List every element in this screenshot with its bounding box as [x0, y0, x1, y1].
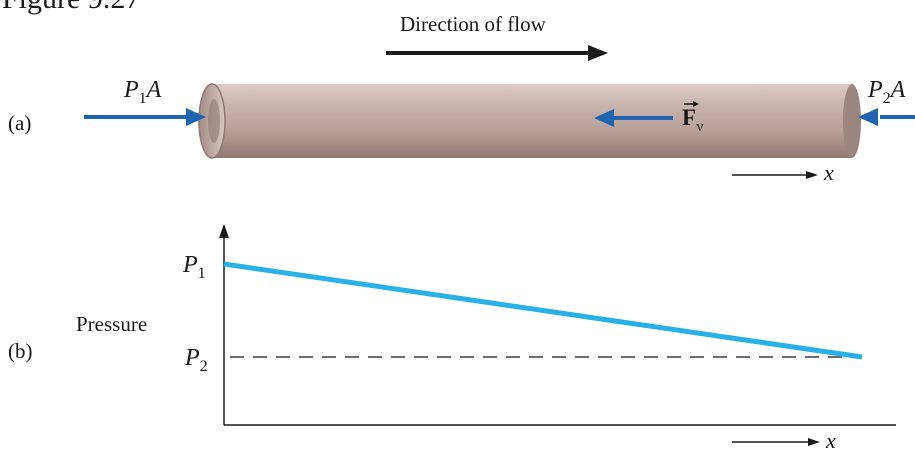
x-label-b: x: [825, 428, 836, 453]
figure-title: Figure 9.27: [2, 0, 140, 15]
part-b-label: (b): [8, 339, 33, 363]
x-direction-indicator-a: [732, 171, 818, 179]
x-direction-indicator-b: [732, 438, 820, 446]
pressure-line: [223, 261, 863, 360]
pipe: [198, 83, 861, 159]
pressure-axis-label: Pressure: [76, 312, 147, 336]
flow-label: Direction of flow: [400, 12, 547, 36]
flow-arrow: [386, 45, 608, 61]
p2-tick-label: P2: [184, 345, 208, 375]
right-pressure-arrow: [858, 108, 915, 126]
x-label-a: x: [823, 160, 834, 185]
svg-text:Fv: Fv: [682, 105, 704, 135]
left-pressure-arrow: [84, 108, 206, 126]
pressure-graph-axes: [219, 224, 896, 426]
p1-tick-label: P1: [182, 252, 206, 282]
viscous-force-label: Fv: [682, 101, 704, 135]
right-force-label: P2A: [867, 77, 906, 107]
part-a-label: (a): [8, 111, 31, 135]
viscous-force-arrow: [594, 109, 673, 127]
left-force-label: P1A: [123, 77, 162, 107]
